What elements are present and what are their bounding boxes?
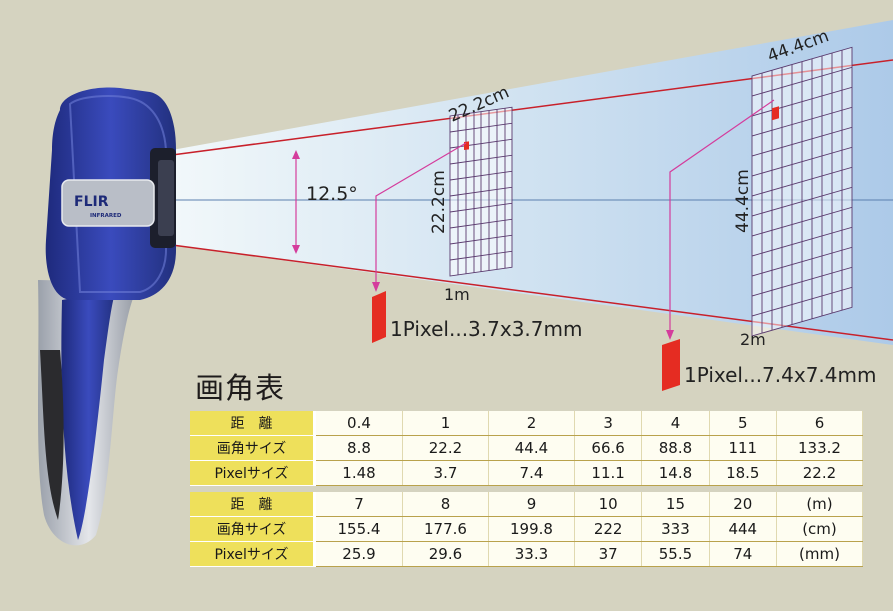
camera-lens bbox=[158, 160, 174, 236]
table-cell: 1.48 bbox=[314, 460, 403, 486]
table-cell: 0.4 bbox=[314, 411, 403, 436]
table-cell: 18.5 bbox=[709, 460, 777, 486]
table-row: 画角サイズ 8.8 22.2 44.4 66.6 88.8 111 133.2 bbox=[190, 435, 864, 461]
camera-grip-band bbox=[61, 290, 116, 540]
camera-head-highlight bbox=[68, 95, 167, 293]
table-cell: 5 bbox=[709, 411, 777, 436]
table-cell: 8.8 bbox=[314, 435, 403, 461]
table-cell: 6 bbox=[776, 411, 864, 436]
row-label-pixel-size: Pixelサイズ bbox=[190, 460, 316, 486]
table-cell: 333 bbox=[641, 516, 710, 542]
pixel-label-2m: 1Pixel...7.4x7.4mm bbox=[684, 363, 876, 387]
table-cell: 1 bbox=[402, 411, 489, 436]
angle-table: 距 離 0.4 1 2 3 4 5 6 画角サイズ 8.8 22.2 44.4 … bbox=[190, 411, 864, 567]
flir-logo: FLIR bbox=[74, 194, 109, 210]
table-row: 距 離 0.4 1 2 3 4 5 6 bbox=[190, 411, 864, 436]
table-cell: 3 bbox=[574, 411, 643, 436]
camera-logo-plate bbox=[61, 179, 155, 227]
row-label-distance: 距 離 bbox=[190, 492, 316, 517]
table-title: 画角表 bbox=[195, 371, 286, 405]
row-label-distance: 距 離 bbox=[190, 411, 316, 436]
table-row: 距 離 7 8 9 10 15 20 (m) bbox=[190, 492, 864, 517]
table-cell: 55.5 bbox=[641, 541, 710, 567]
table-cell: (cm) bbox=[776, 516, 864, 542]
table-row: Pixelサイズ 25.9 29.6 33.3 37 55.5 74 (mm) bbox=[190, 541, 864, 567]
table-cell: 33.3 bbox=[488, 541, 575, 567]
table-cell: (m) bbox=[776, 492, 864, 517]
table-cell: 7 bbox=[314, 492, 403, 517]
leader-line-1m bbox=[375, 142, 467, 286]
table-cell: 133.2 bbox=[776, 435, 864, 461]
table-cell: 25.9 bbox=[314, 541, 403, 567]
grid-2m-distance: 2m bbox=[740, 330, 766, 349]
pixel-marker-1m bbox=[372, 291, 386, 343]
angle-label: 12.5° bbox=[306, 183, 358, 205]
row-label-angle-size: 画角サイズ bbox=[190, 516, 316, 542]
grid-2m-side-size: 44.4cm bbox=[733, 169, 753, 233]
table-cell: 177.6 bbox=[402, 516, 489, 542]
camera-trigger-pad bbox=[40, 350, 64, 520]
table-cell: 4 bbox=[641, 411, 710, 436]
angle-arrow-head-up bbox=[292, 150, 300, 159]
table-cell: 199.8 bbox=[488, 516, 575, 542]
table-cell: 37 bbox=[574, 541, 643, 567]
table-cell: 222 bbox=[574, 516, 643, 542]
table-cell: 7.4 bbox=[488, 460, 575, 486]
table-cell: 88.8 bbox=[641, 435, 710, 461]
flir-logo-sub: INFRARED bbox=[90, 213, 122, 219]
table-cell: 8 bbox=[402, 492, 489, 517]
table-cell: 155.4 bbox=[314, 516, 403, 542]
grid-1m-side-size: 22.2cm bbox=[429, 170, 449, 234]
table-cell: (mm) bbox=[776, 541, 864, 567]
leader-arrow-1m bbox=[372, 282, 380, 292]
table-row: 画角サイズ 155.4 177.6 199.8 222 333 444 (cm) bbox=[190, 516, 864, 542]
leader-arrow-2m bbox=[666, 330, 674, 340]
table-cell: 10 bbox=[574, 492, 643, 517]
table-cell: 66.6 bbox=[574, 435, 643, 461]
pixel-label-1m: 1Pixel...3.7x3.7mm bbox=[390, 317, 582, 341]
table-cell: 20 bbox=[709, 492, 777, 517]
grid-1m-distance: 1m bbox=[444, 285, 470, 304]
table-cell: 2 bbox=[488, 411, 575, 436]
table-row: Pixelサイズ 1.48 3.7 7.4 11.1 14.8 18.5 22.… bbox=[190, 460, 864, 486]
table-cell: 9 bbox=[488, 492, 575, 517]
row-label-pixel-size: Pixelサイズ bbox=[190, 541, 316, 567]
grid-1m bbox=[449, 106, 513, 277]
angle-arrow-head-down bbox=[292, 245, 300, 254]
table-cell: 22.2 bbox=[402, 435, 489, 461]
table-cell: 22.2 bbox=[776, 460, 864, 486]
leader-line-2m bbox=[669, 99, 775, 334]
grid-2m bbox=[751, 46, 853, 337]
table-cell: 14.8 bbox=[641, 460, 710, 486]
row-label-angle-size: 画角サイズ bbox=[190, 435, 316, 461]
field-of-view-beam bbox=[172, 20, 893, 345]
thermal-camera: FLIR INFRARED bbox=[38, 87, 177, 546]
pixel-marker-2m bbox=[662, 339, 680, 391]
table-cell: 11.1 bbox=[574, 460, 643, 486]
table-cell: 15 bbox=[641, 492, 710, 517]
table-cell: 3.7 bbox=[402, 460, 489, 486]
table-cell: 29.6 bbox=[402, 541, 489, 567]
table-cell: 111 bbox=[709, 435, 777, 461]
table-cell: 444 bbox=[709, 516, 777, 542]
table-cell: 74 bbox=[709, 541, 777, 567]
table-cell: 44.4 bbox=[488, 435, 575, 461]
